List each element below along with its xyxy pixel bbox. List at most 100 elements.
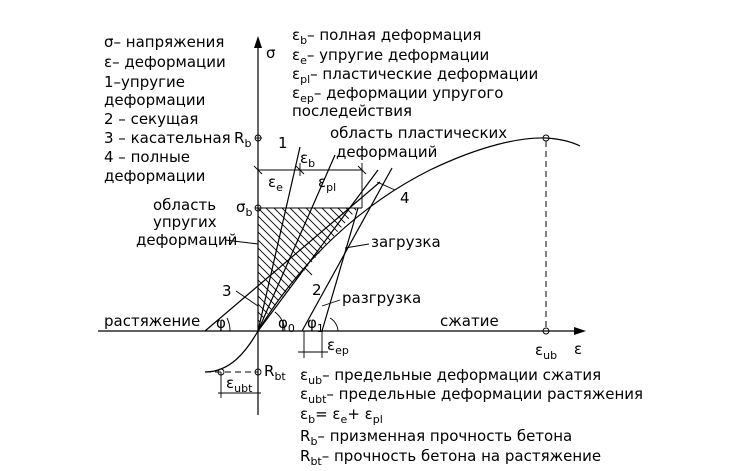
hatch-line [313, 208, 358, 325]
eps-ep-label: εep [327, 336, 349, 357]
legend-left-line: деформации [104, 167, 205, 185]
phi1-label: φ1 [307, 314, 324, 335]
legend-top: εb– полная деформация εe– упругие деформ… [292, 26, 538, 120]
hatch-line [258, 208, 358, 325]
hatch-line [402, 200, 532, 330]
legend-bottom-item: εb= εe+ εpl [300, 405, 383, 426]
phi1-arc [329, 317, 339, 332]
hatch-line [370, 200, 500, 330]
elastic-line-1 [257, 146, 301, 332]
hatch-line [378, 200, 508, 330]
hatch-line [386, 200, 516, 330]
phi0-label: φ0 [278, 314, 295, 335]
hatch-line [426, 200, 556, 330]
legend-left-line: 1–упругие [104, 73, 185, 91]
legend-bottom-item: εub– предельные деформации сжатия [300, 366, 601, 387]
sigma-b-point [254, 204, 262, 212]
secant-number-leader [304, 267, 313, 276]
legend-left-line: 2 – секущая [104, 110, 198, 128]
loading-leader [344, 243, 370, 249]
sigma-axis-arrow [254, 36, 262, 48]
legend-top-continuation: последействия [292, 102, 412, 120]
phi0-arc [274, 311, 286, 332]
secant-line-2 [257, 169, 379, 332]
hatch-line [321, 208, 358, 325]
epsilon-axis-label: ε [574, 340, 582, 358]
legend-bottom-item: Rb– призменная прочность бетона [300, 427, 572, 448]
hatch-line [265, 208, 358, 325]
hatch-line [450, 200, 580, 330]
unloading-label: разгрузка [342, 289, 421, 307]
legend-left-line: ε– деформации [104, 53, 226, 71]
dim-arrow-3 [357, 165, 367, 175]
line-number-2: 2 [312, 281, 322, 299]
hatched-region [258, 200, 580, 330]
plastic-region-label: деформаций [336, 143, 437, 161]
compression-label: сжатие [440, 312, 499, 330]
elastic-region-label: упругих [153, 213, 217, 231]
elastic-region-leader [224, 239, 259, 245]
legend-top-item: εb– полная деформация [292, 26, 481, 47]
legend-top-item: εep– деформации упругого [292, 84, 503, 105]
unloading-line-b [321, 207, 359, 332]
curve-number-leader [376, 181, 396, 191]
phi-label: φ [216, 314, 226, 332]
legend-bottom-item: Rbt– прочность бетона на растяжение [300, 447, 601, 468]
rbt-label: Rbt [264, 362, 286, 383]
eps-ub-point [542, 327, 550, 335]
sigma-b-label: σb [236, 198, 253, 219]
legend-bottom: εub– предельные деформации сжатия εubt– … [300, 366, 643, 468]
hatch-line [258, 208, 285, 325]
eps-b-label: εb [300, 149, 315, 170]
hatch-line [305, 208, 358, 325]
rb-label: Rb [234, 129, 251, 150]
sigma-axis-label: σ [266, 44, 276, 62]
hatch-line [434, 200, 564, 330]
legend-left-line: 4 – полные [104, 148, 190, 166]
line-number-4: 4 [400, 189, 410, 207]
tangent-number-leader [235, 290, 259, 307]
legend-left-line: деформации [104, 91, 205, 109]
ubt-point [217, 368, 225, 376]
dim-arrow-2 [295, 165, 305, 175]
hatch-line [410, 200, 540, 330]
hatch-line [281, 208, 358, 325]
eps-ubt-label: εubt [226, 374, 253, 395]
rb-point [254, 134, 262, 142]
epsilon-axis-arrow [574, 327, 586, 335]
line-number-3: 3 [222, 282, 232, 300]
legend-left: σ– напряжения ε– деформации 1–упругие де… [104, 33, 231, 185]
hatch-line [442, 200, 572, 330]
legend-left-line: σ– напряжения [104, 33, 224, 51]
plastic-region-label: область пластических [330, 124, 507, 142]
legend-left-line: 3 – касательная [104, 129, 231, 147]
hatch-line [345, 208, 358, 325]
hatch-line [297, 208, 358, 325]
dim-arrow-1 [253, 165, 263, 175]
tangent-line-3 [204, 181, 381, 332]
hatch-line [353, 208, 358, 325]
hatch-line [418, 200, 548, 330]
hatch-line [394, 200, 524, 330]
eps-pl-label: εpl [318, 173, 336, 194]
unloading-line-a [301, 167, 393, 332]
phi-arc [226, 317, 231, 332]
hatch-line [337, 208, 358, 325]
hatch-line [258, 208, 358, 325]
line-number-1: 1 [278, 134, 288, 152]
elastic-region-label: область [153, 196, 216, 214]
tension-label: растяжение [104, 312, 200, 330]
hatch-line [329, 208, 358, 325]
legend-top-item: εe– упругие деформации [292, 46, 489, 67]
hatch-line [258, 208, 293, 325]
hatch-line [258, 208, 358, 325]
eps-ub-label: εub [535, 341, 557, 362]
elastic-region-label: деформаций [136, 231, 237, 249]
unloading-leader [321, 299, 341, 307]
eps-e-label: εe [268, 173, 283, 194]
loading-label: загрузка [371, 233, 441, 251]
legend-bottom-item: εubt– предельные деформации растяжения [300, 385, 643, 406]
full-deformation-curve [204, 137, 581, 373]
